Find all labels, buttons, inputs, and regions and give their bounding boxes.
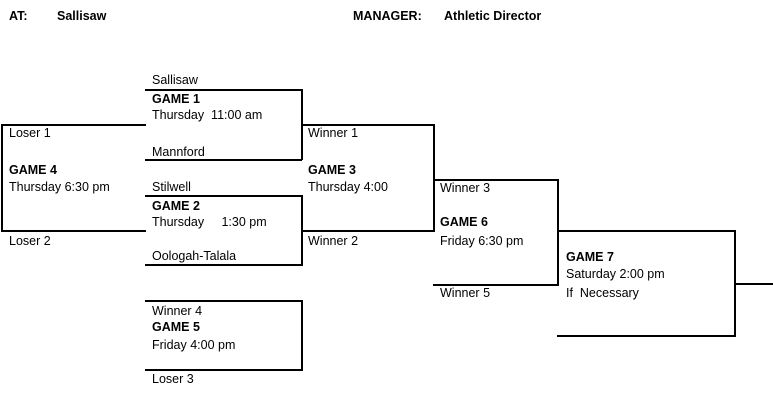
- game3-time: Thursday 4:00: [308, 180, 388, 194]
- location-value: Sallisaw: [57, 9, 107, 23]
- game7-bottom-line: [557, 335, 735, 337]
- game4-time: Thursday 6:30 pm: [9, 180, 110, 194]
- game3-bottom-line: [302, 230, 434, 232]
- game2-time: Thursday 1:30 pm: [152, 215, 267, 229]
- game2-bottom-team: Oologah-Talala: [152, 249, 237, 263]
- game4-bottom-team: Loser 2: [9, 234, 51, 248]
- game5-bottom-line: [145, 369, 302, 371]
- game6-right-line: [557, 179, 559, 286]
- game6-top-line: [433, 179, 558, 181]
- game7-note: If Necessary: [566, 286, 639, 300]
- game4-top-team: Loser 1: [9, 126, 51, 140]
- game3-top-line: [302, 124, 434, 126]
- game5-title: GAME 5: [152, 320, 200, 334]
- game5-right-line: [301, 300, 303, 371]
- game4-bottom-line: [1, 230, 146, 232]
- manager-label: MANAGER:: [353, 9, 422, 23]
- game2-top-team: Stilwell: [152, 180, 191, 194]
- game7-title: GAME 7: [566, 250, 614, 264]
- game5-top-line: [145, 300, 302, 302]
- at-label: AT:: [9, 9, 28, 23]
- game3-bottom-team: Winner 2: [308, 234, 359, 248]
- game1-top-line: [145, 89, 302, 91]
- game1-bottom-team: Mannford: [152, 145, 205, 159]
- game2-right-line: [301, 195, 303, 266]
- game3-right-line: [433, 124, 435, 232]
- game2-top-line: [145, 195, 302, 197]
- game4-top-line: [1, 124, 146, 126]
- game1-bottom-line: [145, 159, 302, 161]
- game6-bottom-team: Winner 5: [440, 286, 491, 300]
- game1-top-team: Sallisaw: [152, 73, 198, 87]
- game5-time: Friday 4:00 pm: [152, 338, 236, 352]
- game6-title: GAME 6: [440, 215, 488, 229]
- game1-title: GAME 1: [152, 92, 200, 106]
- game7-time: Saturday 2:00 pm: [566, 267, 665, 281]
- game4-title: GAME 4: [9, 163, 57, 177]
- game6-bottom-line: [433, 284, 558, 286]
- game2-title: GAME 2: [152, 199, 200, 213]
- game7-top-line: [557, 230, 735, 232]
- game3-top-team: Winner 1: [308, 126, 359, 140]
- manager-value: Athletic Director: [444, 9, 542, 23]
- game2-bottom-line: [145, 264, 302, 266]
- game5-top-team: Winner 4: [152, 304, 203, 318]
- game5-bottom-team: Loser 3: [152, 372, 194, 386]
- game1-right-line: [301, 89, 303, 160]
- game3-title: GAME 3: [308, 163, 356, 177]
- game1-time: Thursday 11:00 am: [152, 108, 263, 122]
- game4-left-line: [1, 124, 3, 232]
- championship-line: [734, 283, 773, 285]
- game6-top-team: Winner 3: [440, 181, 491, 195]
- game6-time: Friday 6:30 pm: [440, 234, 524, 248]
